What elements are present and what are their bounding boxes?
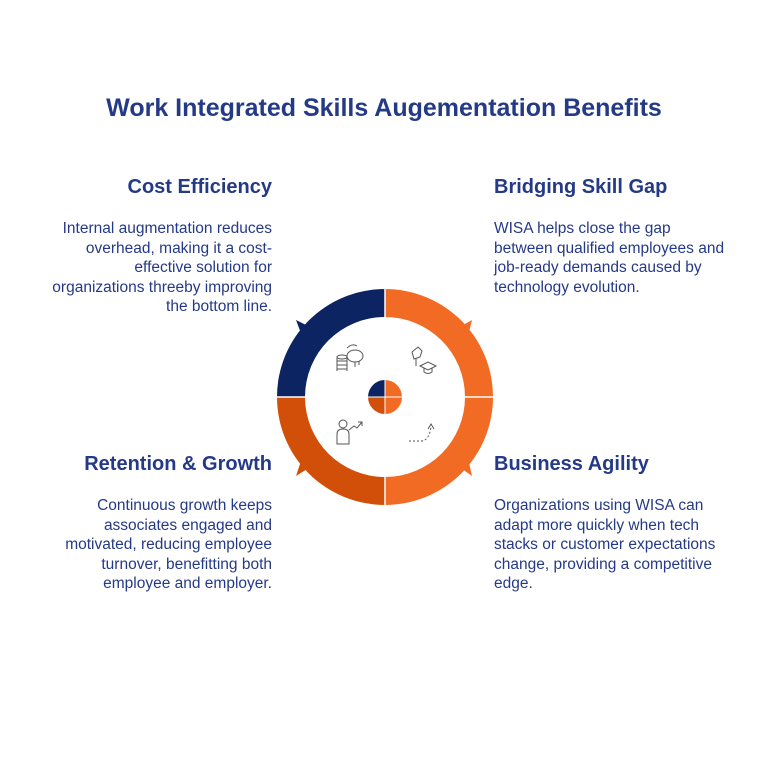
skill-gap-text: WISA helps close the gap between qualifi… (494, 220, 725, 296)
ring-segment-retention (277, 397, 385, 505)
cost-efficiency-heading: Cost Efficiency (127, 176, 272, 198)
retention-text: Continuous growth keeps associates engag… (65, 497, 272, 592)
ring-segment-skill-gap (385, 289, 493, 397)
retention-heading: Retention & Growth (84, 453, 272, 475)
agility-text: Organizations using WISA can adapt more … (494, 497, 716, 592)
cost-efficiency-text: Internal augmentation reduces overhead, … (52, 220, 272, 315)
skill-gap-heading: Bridging Skill Gap (494, 176, 668, 198)
center-circle (368, 380, 402, 414)
ring-segment-cost (277, 289, 385, 397)
ring-segment-agility (385, 397, 493, 505)
dashed-curve-arrow-icon (409, 423, 435, 442)
page-title: Work Integrated Skills Augementation Ben… (106, 94, 662, 122)
agility-heading: Business Agility (494, 453, 649, 475)
piggy-bank-coins-icon (336, 344, 364, 371)
person-growth-arrow-icon (336, 419, 363, 445)
puzzle-graduation-cap-icon (411, 346, 438, 374)
